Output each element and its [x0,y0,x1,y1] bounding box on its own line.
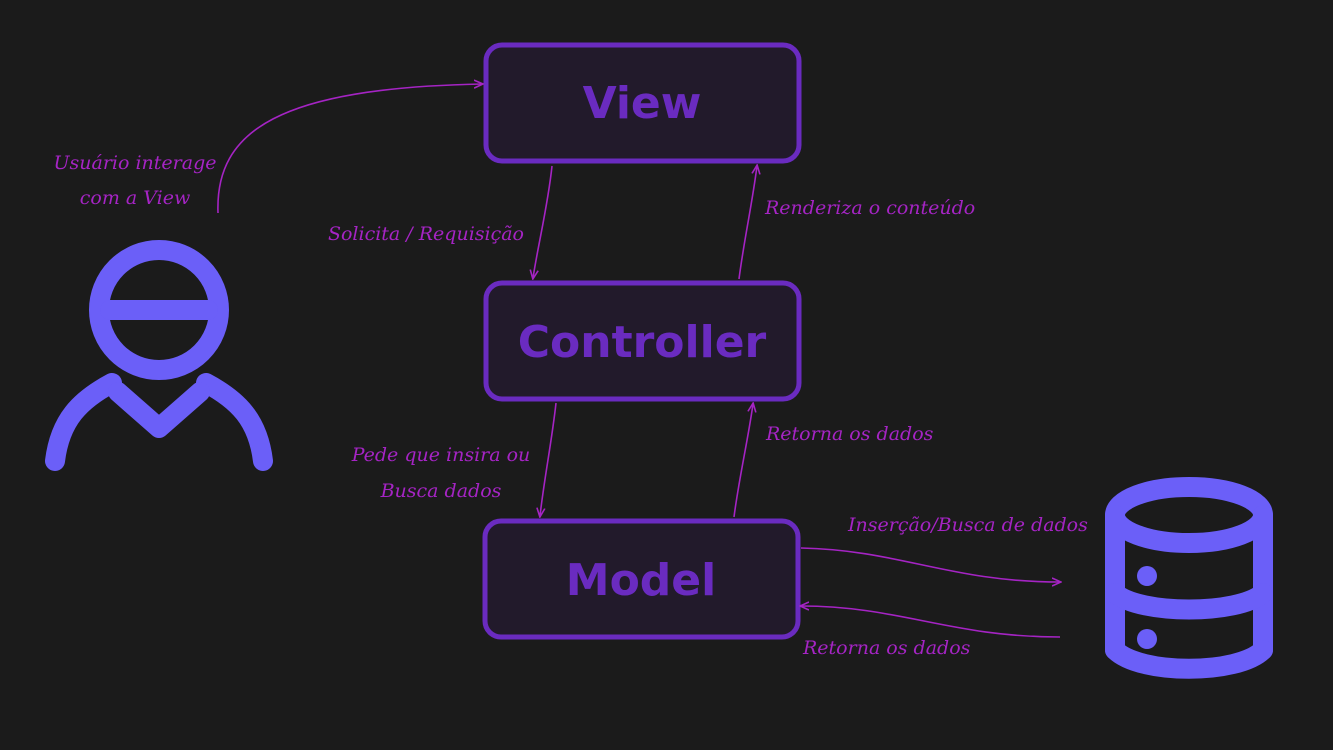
view-box: View [483,42,802,164]
annotation-render: Renderiza o conteúdo [764,197,975,219]
annotation-user-interacts-2: com a View [80,187,190,209]
database-icon [1105,477,1273,679]
annotation-returns-to-model: Retorna os dados [802,637,971,659]
arrow-model-to-controller [733,404,753,518]
view-label: View [583,78,702,129]
model-box: Model [482,518,801,640]
arrow-user-to-view [217,84,482,214]
arrow-view-to-controller [533,165,553,278]
annotation-returns-to-controller: Retorna os dados [765,423,934,445]
arrow-model-to-database [800,547,1060,582]
model-label: Model [566,555,716,606]
annotation-insert-search: Inserção/Busca de dados [847,514,1088,536]
arrow-controller-to-model [540,402,557,516]
controller-label: Controller [518,317,767,368]
controller-box: Controller [483,280,802,402]
arrow-database-to-model [801,606,1061,638]
annotation-request: Solicita / Requisição [328,223,524,245]
annotation-ask-1: Pede que insira ou [351,444,531,466]
annotation-user-interacts-1: Usuário interage [54,152,217,174]
user-icon [45,240,273,471]
annotation-ask-2: Busca dados [380,480,502,502]
arrow-controller-to-view [738,166,757,280]
